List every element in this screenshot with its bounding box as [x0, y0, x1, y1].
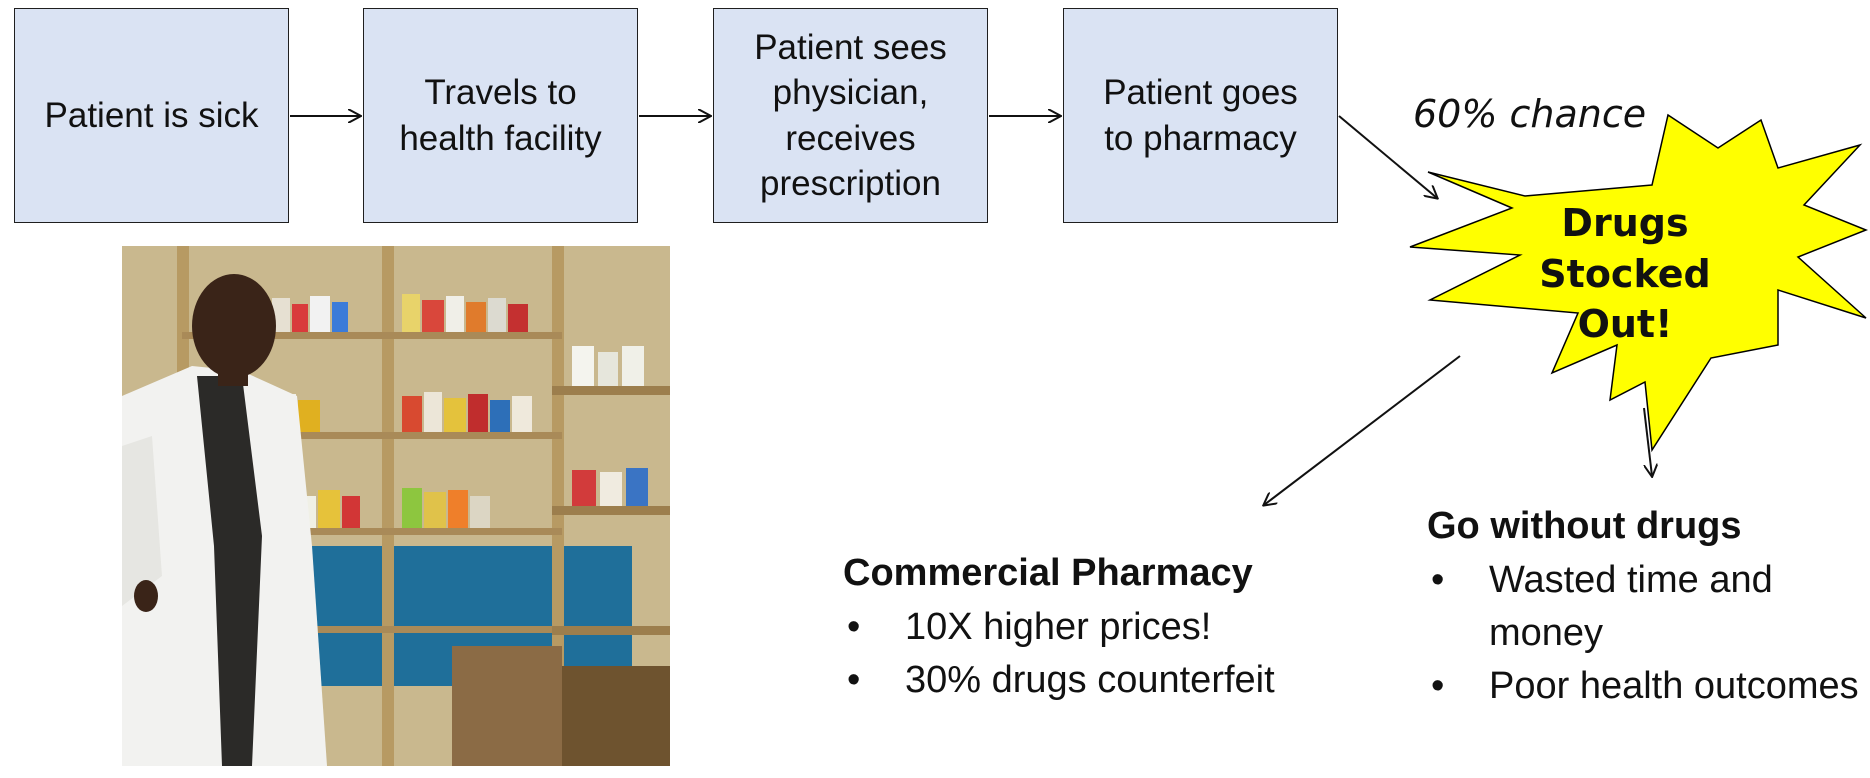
flow-step-label: Patient goes to pharmacy [1103, 73, 1298, 158]
flow-step-label: Travels to health facility [399, 73, 602, 158]
list-item: 30% drugs counterfeit [843, 654, 1403, 707]
flow-step-sick: Patient is sick [14, 8, 289, 223]
go-without-drugs-list: Wasted time and money Poor health outcom… [1427, 554, 1867, 714]
stockout-burst-text: Drugs Stocked Out! [1539, 201, 1711, 347]
arrow-stockout-to-without [1643, 407, 1652, 476]
flow-step-pharmacy: Patient goes to pharmacy [1063, 8, 1338, 223]
go-without-drugs-outcome: Go without drugs Wasted time and money P… [1427, 505, 1867, 714]
pharmacy-photo [122, 246, 670, 766]
arrow-pharmacy-to-stockout [1338, 115, 1437, 198]
flow-step-label: Patient sees physician, receives prescri… [754, 27, 947, 204]
arrow-stockout-to-commercial [1264, 355, 1461, 505]
pharmacy-photo-image [122, 246, 670, 766]
commercial-pharmacy-list: 10X higher prices! 30% drugs counterfeit [843, 601, 1403, 708]
chance-label: 60% chance [1413, 92, 1647, 136]
list-item: Poor health outcomes [1427, 660, 1867, 713]
flow-step-physician: Patient sees physician, receives prescri… [713, 8, 988, 223]
commercial-pharmacy-title: Commercial Pharmacy [843, 552, 1253, 594]
flow-step-travel: Travels to health facility [363, 8, 638, 223]
stockout-burst-shape [1409, 113, 1869, 453]
flow-step-label: Patient is sick [44, 95, 259, 135]
go-without-drugs-title: Go without drugs [1427, 505, 1742, 547]
commercial-pharmacy-outcome: Commercial Pharmacy 10X higher prices! 3… [843, 552, 1403, 708]
list-item: Wasted time and money [1427, 554, 1867, 660]
list-item: 10X higher prices! [843, 601, 1403, 654]
